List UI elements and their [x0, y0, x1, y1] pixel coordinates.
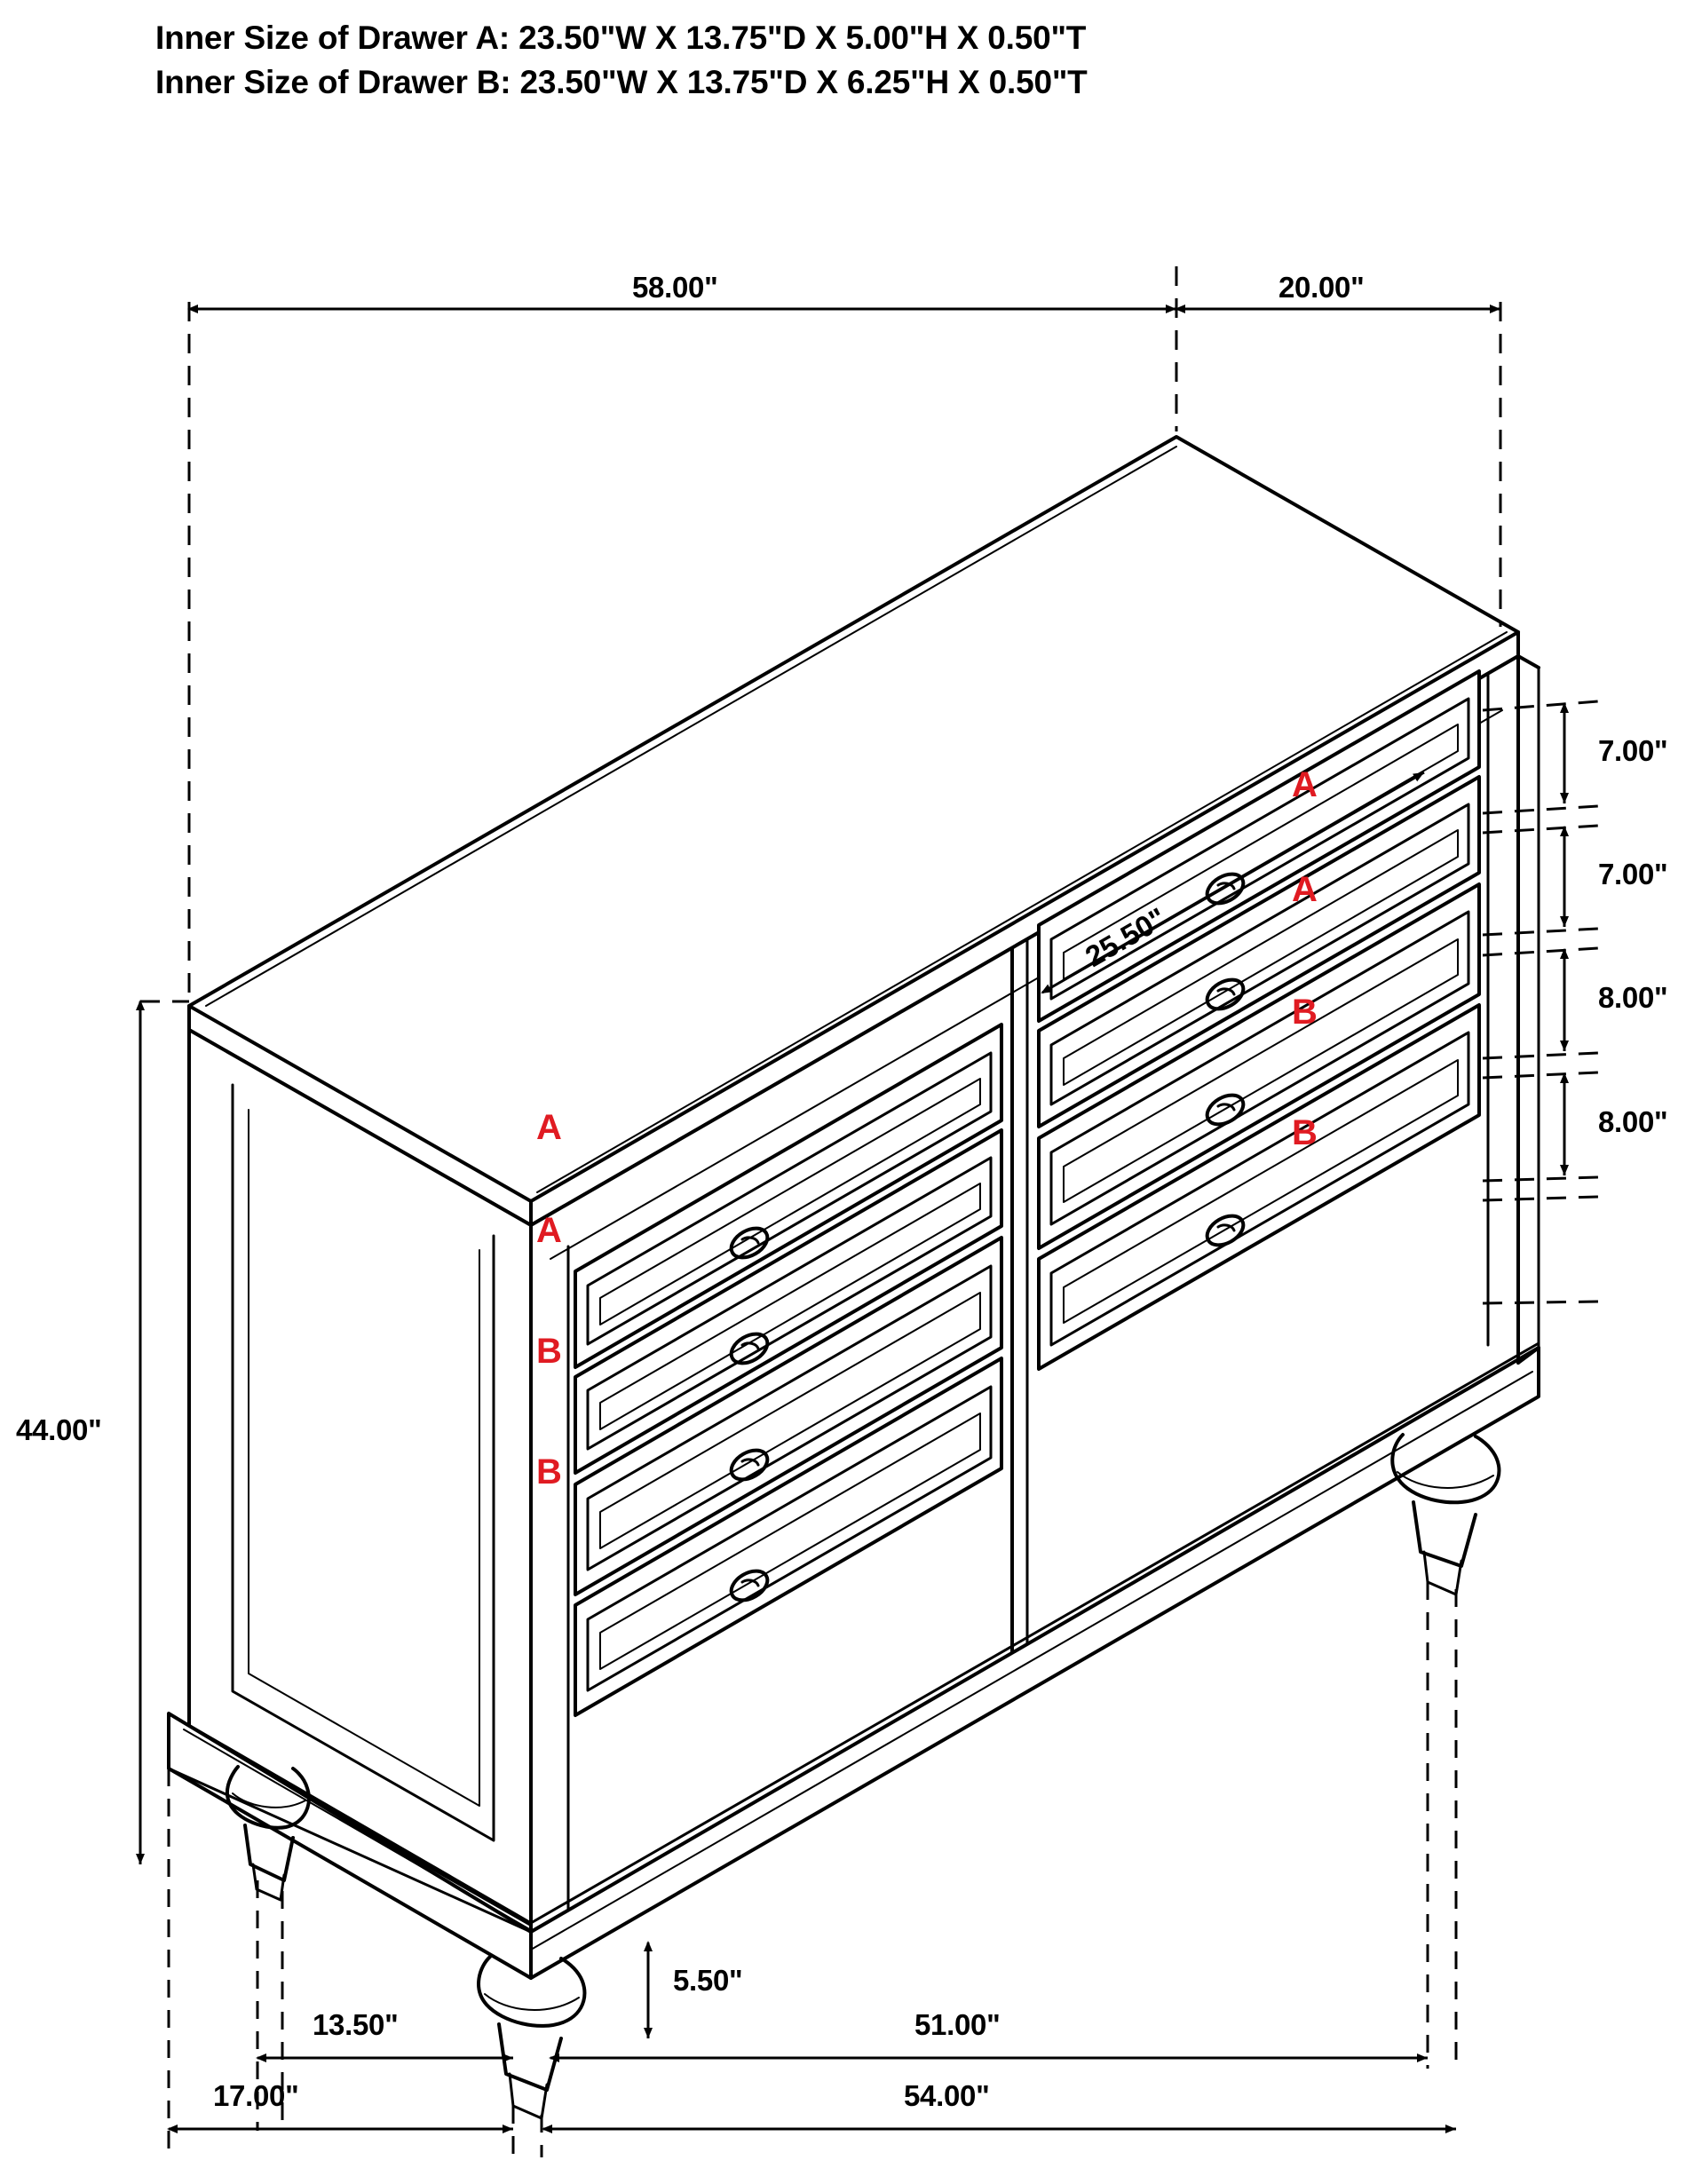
drawer-knob-icon [729, 1226, 770, 1260]
dim-label-row4-height: 8.00" [1598, 1105, 1668, 1138]
drawer-knob-icon [729, 1448, 770, 1482]
turned-leg-front-right [1390, 1433, 1501, 1596]
dim-label-row1-height: 7.00" [1598, 734, 1668, 767]
drawer-label-left-1: A [536, 1108, 562, 1147]
spec-block: Inner Size of Drawer A: 23.50"W X 13.75"… [155, 16, 1487, 105]
drawer-knob-icon [1205, 1214, 1246, 1247]
dim-label-drawer-inner-width: 25.50" [1080, 900, 1172, 974]
dim-label-row2-height: 7.00" [1598, 858, 1668, 890]
drawer-label-left-2: A [536, 1211, 562, 1250]
extension-lines-bottom [167, 1582, 1458, 2157]
dresser-right-edge [1516, 654, 1540, 1365]
drawer-right-row-4 [1037, 1003, 1481, 1371]
dim-label-base-width-outer: 54.00" [904, 2079, 990, 2112]
dim-label-overall-height: 44.00" [16, 1413, 102, 1446]
dim-label-top-width: 58.00" [632, 271, 718, 304]
dresser-left-side-panel [187, 1028, 533, 1927]
dim-label-top-depth: 20.00" [1278, 271, 1365, 304]
drawer-knob-icon [1205, 872, 1246, 906]
dim-label-base-depth-outer: 17.00" [213, 2079, 299, 2112]
drawer-label-left-4: B [536, 1452, 562, 1492]
drawer-label-right-4: B [1292, 1113, 1318, 1152]
turned-leg-front-left [477, 1955, 587, 2120]
drawer-left-row-2 [574, 1128, 1003, 1475]
dim-label-leg-height: 5.50" [673, 1964, 743, 1997]
extension-lines-right [1482, 700, 1599, 1305]
drawer-left-row-4 [574, 1357, 1003, 1717]
spec-line-drawer-b: Inner Size of Drawer B: 23.50"W X 13.75"… [155, 64, 1088, 100]
dim-label-base-depth-front: 13.50" [313, 2008, 399, 2041]
spec-line-drawer-a: Inner Size of Drawer A: 23.50"W X 13.75"… [155, 20, 1087, 56]
drawer-left-row-3 [574, 1236, 1003, 1596]
dresser-base-plinth [167, 1341, 1540, 1980]
drawer-label-right-1: A [1292, 765, 1318, 804]
dim-label-row3-height: 8.00" [1598, 981, 1668, 1014]
drawer-knob-icon [1205, 1093, 1246, 1127]
drawer-label-left-3: B [536, 1332, 562, 1371]
dresser-top-surface [187, 435, 1520, 1227]
drawer-label-right-2: A [1292, 870, 1318, 909]
drawer-left-row-1 [574, 1023, 1003, 1369]
drawer-knob-icon [729, 1332, 770, 1365]
turned-leg-rear-left [226, 1765, 311, 1902]
dresser-front-frame [529, 654, 1520, 1934]
drawer-label-right-3: B [1292, 993, 1318, 1032]
drawer-knob-icon [1205, 977, 1246, 1011]
drawer-knob-icon [729, 1569, 770, 1602]
dim-label-base-width-front: 51.00" [914, 2008, 1001, 2041]
